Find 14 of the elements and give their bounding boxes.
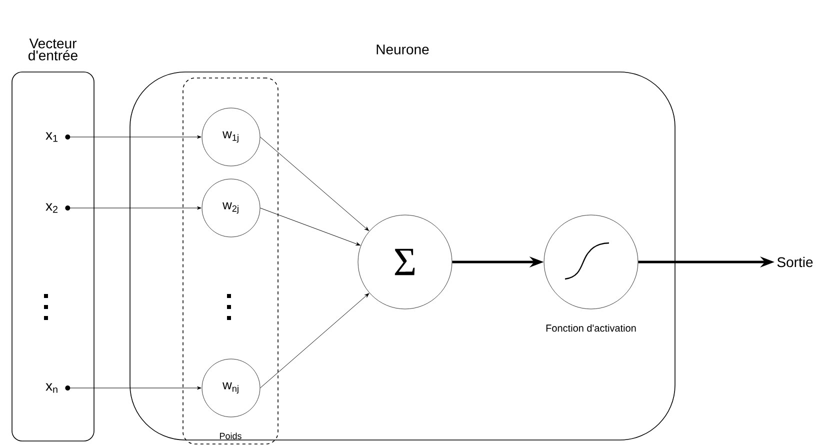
arrow bbox=[70, 386, 202, 390]
sigmoid-circle bbox=[544, 214, 638, 310]
input-label: x$_{1}$ bbox=[46, 132, 70, 142]
input-label: x$_{2}$ bbox=[46, 203, 70, 213]
arrow bbox=[260, 136, 369, 231]
node-label: Neurone bbox=[376, 44, 429, 54]
node-label: Fonction d'activation bbox=[546, 324, 636, 332]
arrow bbox=[260, 208, 360, 246]
input-label: x$_{n}$ bbox=[46, 383, 70, 393]
arrow bbox=[260, 293, 370, 388]
node-label: Vecteur d'entrée bbox=[28, 38, 78, 60]
arrow bbox=[70, 135, 202, 139]
output-label: Sortie bbox=[777, 256, 813, 268]
arrow bbox=[70, 206, 202, 210]
